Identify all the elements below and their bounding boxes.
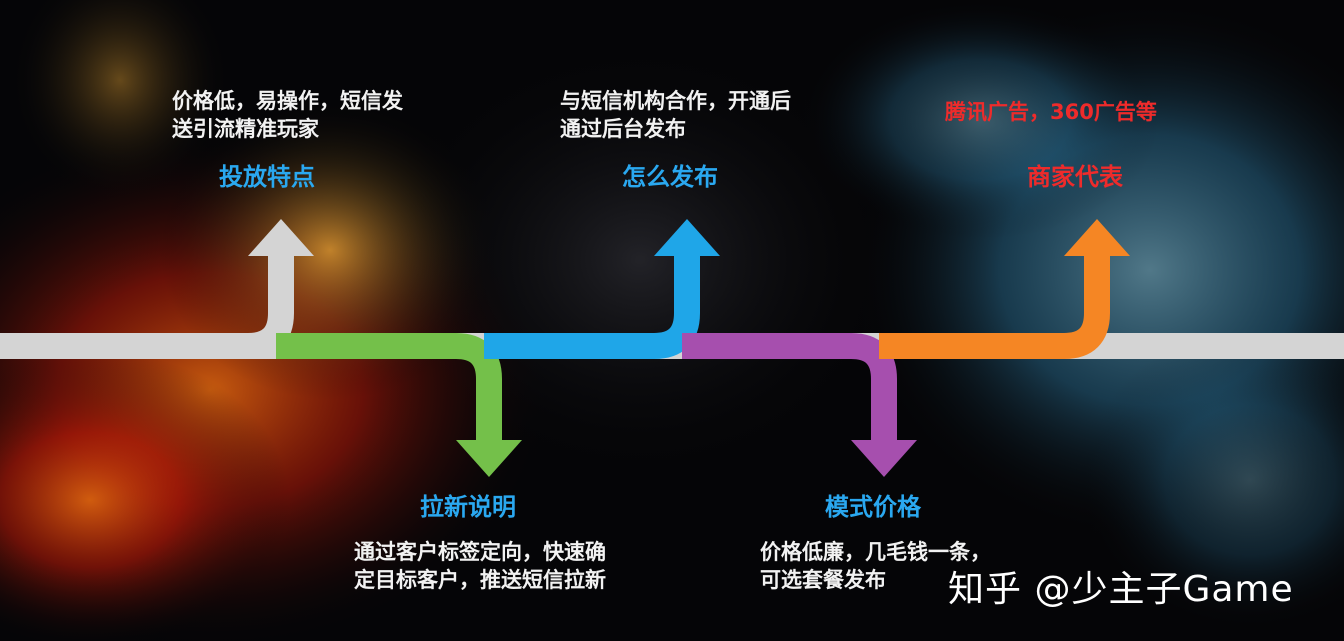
- stage-1-desc-line-1: 价格低，易操作，短信发: [172, 87, 403, 115]
- stage-3-desc-line-1: 与短信机构合作，开通后: [560, 87, 791, 115]
- arrow-purple-head: [851, 440, 917, 477]
- stage-2-desc-line-2: 定目标客户，推送短信拉新: [354, 566, 606, 594]
- stage-5-title: 商家代表: [1027, 162, 1123, 192]
- stage-2-description: 通过客户标签定向，快速确 定目标客户，推送短信拉新: [354, 538, 606, 594]
- stage-1-desc-line-2: 送引流精准玩家: [172, 115, 403, 143]
- stage-1-description: 价格低，易操作，短信发 送引流精准玩家: [172, 87, 403, 143]
- watermark-text: 知乎 @少主子Game: [948, 560, 1294, 612]
- stage-2-desc-line-1: 通过客户标签定向，快速确: [354, 538, 606, 566]
- stage-4-title: 模式价格: [825, 492, 921, 522]
- stage-5-desc-line-1: 腾讯广告，360广告等: [945, 98, 1157, 126]
- stage-5-description: 腾讯广告，360广告等: [945, 98, 1157, 126]
- stage-1-title: 投放特点: [219, 162, 315, 192]
- stage-3-title: 怎么发布: [622, 162, 718, 192]
- stage-2-title: 拉新说明: [420, 492, 516, 522]
- stage-3-desc-line-2: 通过后台发布: [560, 115, 791, 143]
- stage-3-description: 与短信机构合作，开通后 通过后台发布: [560, 87, 791, 143]
